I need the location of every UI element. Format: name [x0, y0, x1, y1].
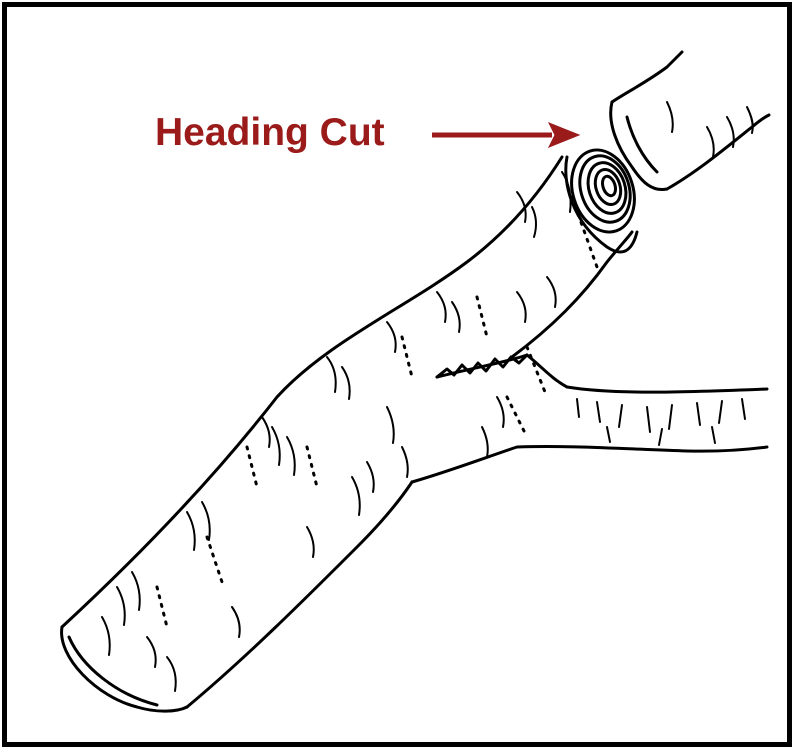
removed-piece-texture	[667, 102, 753, 157]
trunk-lower-edge	[187, 482, 412, 707]
heading-cut-label: Heading Cut	[155, 111, 385, 155]
side-branch-lower	[412, 446, 767, 482]
side-branch-texture	[577, 399, 745, 445]
heading-cut-arrow	[432, 123, 579, 147]
cut-face-center	[600, 175, 618, 198]
branch-collar-wrinkle	[437, 355, 527, 377]
trunk-base-end	[62, 627, 187, 711]
removed-piece-bottom	[667, 115, 769, 189]
removed-piece-left	[612, 52, 682, 102]
bark-dots	[157, 197, 597, 627]
removed-piece-inner	[627, 117, 657, 172]
trunk-upper-edge	[62, 157, 562, 627]
bark-texture	[102, 172, 571, 691]
side-branch-upper	[437, 355, 767, 392]
trunk-base-inner	[69, 637, 157, 705]
branch-illustration	[7, 7, 787, 742]
